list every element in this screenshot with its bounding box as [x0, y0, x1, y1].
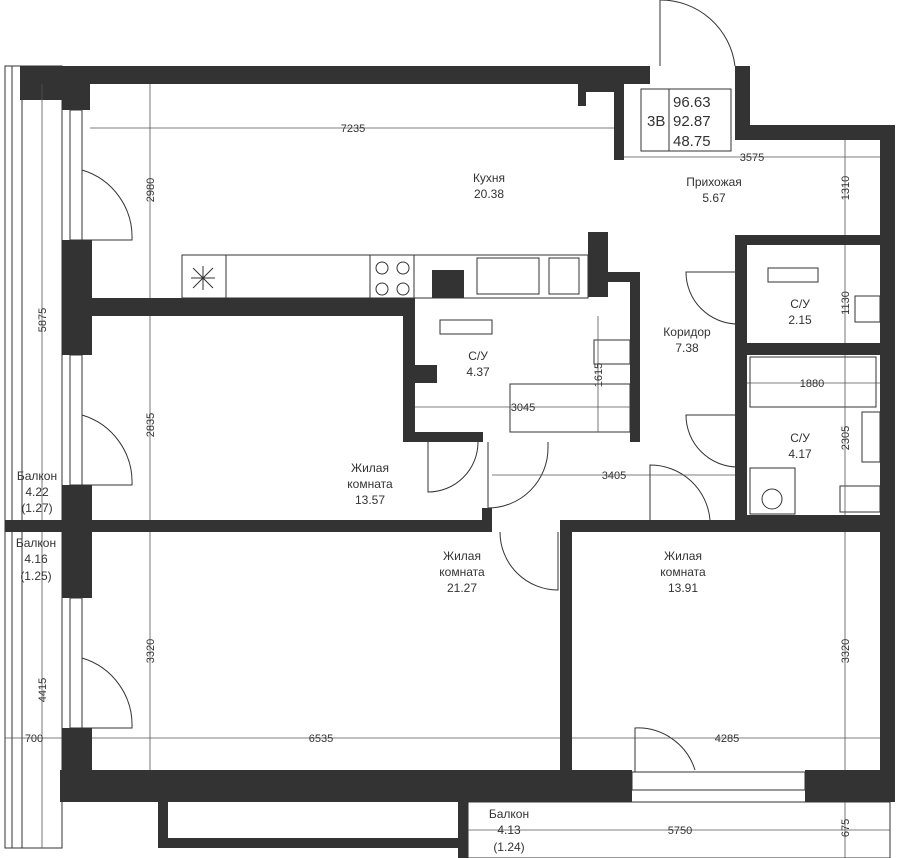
svg-text:13.91: 13.91 [668, 581, 698, 595]
balcony-rail-left [11, 65, 23, 849]
dimension-labels: 7235 2980 3575 1310 1130 5875 2835 1615 … [25, 123, 852, 837]
walls [5, 66, 895, 858]
room-label-hallway: Прихожая 5.67 [686, 175, 742, 205]
svg-text:Кухня: Кухня [473, 171, 505, 185]
svg-text:1615: 1615 [593, 363, 605, 387]
svg-text:Балкон: Балкон [489, 807, 529, 821]
svg-text:4.13: 4.13 [497, 823, 521, 837]
apartment-summary: 3В 96.63 92.87 48.75 [640, 88, 732, 152]
svg-text:13.57: 13.57 [355, 493, 385, 507]
svg-text:2.15: 2.15 [788, 313, 812, 327]
window [69, 354, 83, 486]
svg-text:20.38: 20.38 [474, 187, 504, 201]
svg-text:Балкон: Балкон [17, 469, 57, 483]
svg-text:4.22: 4.22 [25, 485, 49, 499]
svg-text:2305: 2305 [840, 426, 852, 450]
room-label-balcony-1: Балкон 4.22 (1.27) [17, 469, 57, 515]
svg-text:1130: 1130 [840, 291, 852, 315]
svg-text:675: 675 [840, 819, 852, 837]
doors[interactable] [81, 0, 739, 772]
balcony-outline-left [4, 65, 63, 849]
dimension-lines [5, 84, 890, 858]
svg-text:3045: 3045 [511, 402, 535, 414]
bathroom-fixtures [439, 267, 881, 515]
svg-text:4415: 4415 [37, 678, 49, 702]
svg-text:7235: 7235 [341, 123, 365, 135]
svg-text:С/У: С/У [468, 349, 488, 363]
room-label-balcony-3: Балкон 4.13 (1.24) [489, 807, 529, 854]
svg-text:6535: 6535 [309, 733, 333, 745]
svg-text:700: 700 [25, 733, 43, 745]
room-label-bathroom-1: С/У 2.15 [788, 297, 812, 327]
svg-text:4.16: 4.16 [24, 552, 48, 566]
svg-text:Жилая: Жилая [351, 461, 389, 475]
svg-text:1880: 1880 [800, 378, 824, 390]
svg-text:5.67: 5.67 [702, 191, 726, 205]
room-label-living-2: Жилая комната 21.27 [439, 549, 485, 595]
window [69, 597, 83, 729]
svg-text:3В: 3В [647, 113, 665, 130]
svg-text:Балкон: Балкон [16, 536, 56, 550]
svg-text:5750: 5750 [668, 825, 692, 837]
svg-text:(1.27): (1.27) [21, 501, 52, 515]
room-label-balcony-2: Балкон 4.16 (1.25) [16, 536, 56, 583]
svg-text:С/У: С/У [790, 431, 810, 445]
room-label-kitchen: Кухня 20.38 [473, 171, 505, 201]
window [69, 109, 83, 241]
svg-text:3405: 3405 [602, 470, 626, 482]
svg-text:1310: 1310 [840, 176, 852, 200]
svg-text:5875: 5875 [37, 308, 49, 332]
svg-text:Жилая: Жилая [664, 549, 702, 563]
room-label-living-1: Жилая комната 13.57 [347, 461, 393, 507]
svg-text:3320: 3320 [145, 639, 157, 663]
svg-text:92.87: 92.87 [673, 113, 711, 130]
room-label-bathroom-2: С/У 4.37 [466, 349, 490, 379]
svg-text:(1.25): (1.25) [20, 569, 51, 583]
svg-text:(1.24): (1.24) [493, 840, 524, 854]
svg-text:3320: 3320 [840, 639, 852, 663]
svg-text:комната: комната [347, 477, 393, 491]
svg-text:3575: 3575 [740, 152, 764, 164]
svg-text:4.37: 4.37 [466, 365, 490, 379]
svg-text:2835: 2835 [145, 413, 157, 437]
svg-text:7.38: 7.38 [675, 341, 699, 355]
svg-text:4285: 4285 [715, 733, 739, 745]
svg-text:комната: комната [439, 565, 485, 579]
svg-text:96.63: 96.63 [673, 94, 711, 111]
svg-text:2980: 2980 [145, 178, 157, 202]
svg-text:21.27: 21.27 [447, 581, 477, 595]
svg-text:комната: комната [660, 565, 706, 579]
room-label-living-3: Жилая комната 13.91 [660, 549, 706, 595]
room-label-bathroom-3: С/У 4.17 [788, 431, 812, 461]
room-label-corridor: Коридор 7.38 [663, 325, 711, 355]
window [631, 771, 806, 791]
svg-text:48.75: 48.75 [673, 133, 711, 150]
svg-text:С/У: С/У [790, 297, 810, 311]
kitchen-counter [181, 254, 589, 299]
svg-text:Прихожая: Прихожая [686, 175, 742, 189]
svg-text:4.17: 4.17 [788, 447, 812, 461]
svg-text:Жилая: Жилая [443, 549, 481, 563]
svg-text:Коридор: Коридор [663, 325, 711, 339]
